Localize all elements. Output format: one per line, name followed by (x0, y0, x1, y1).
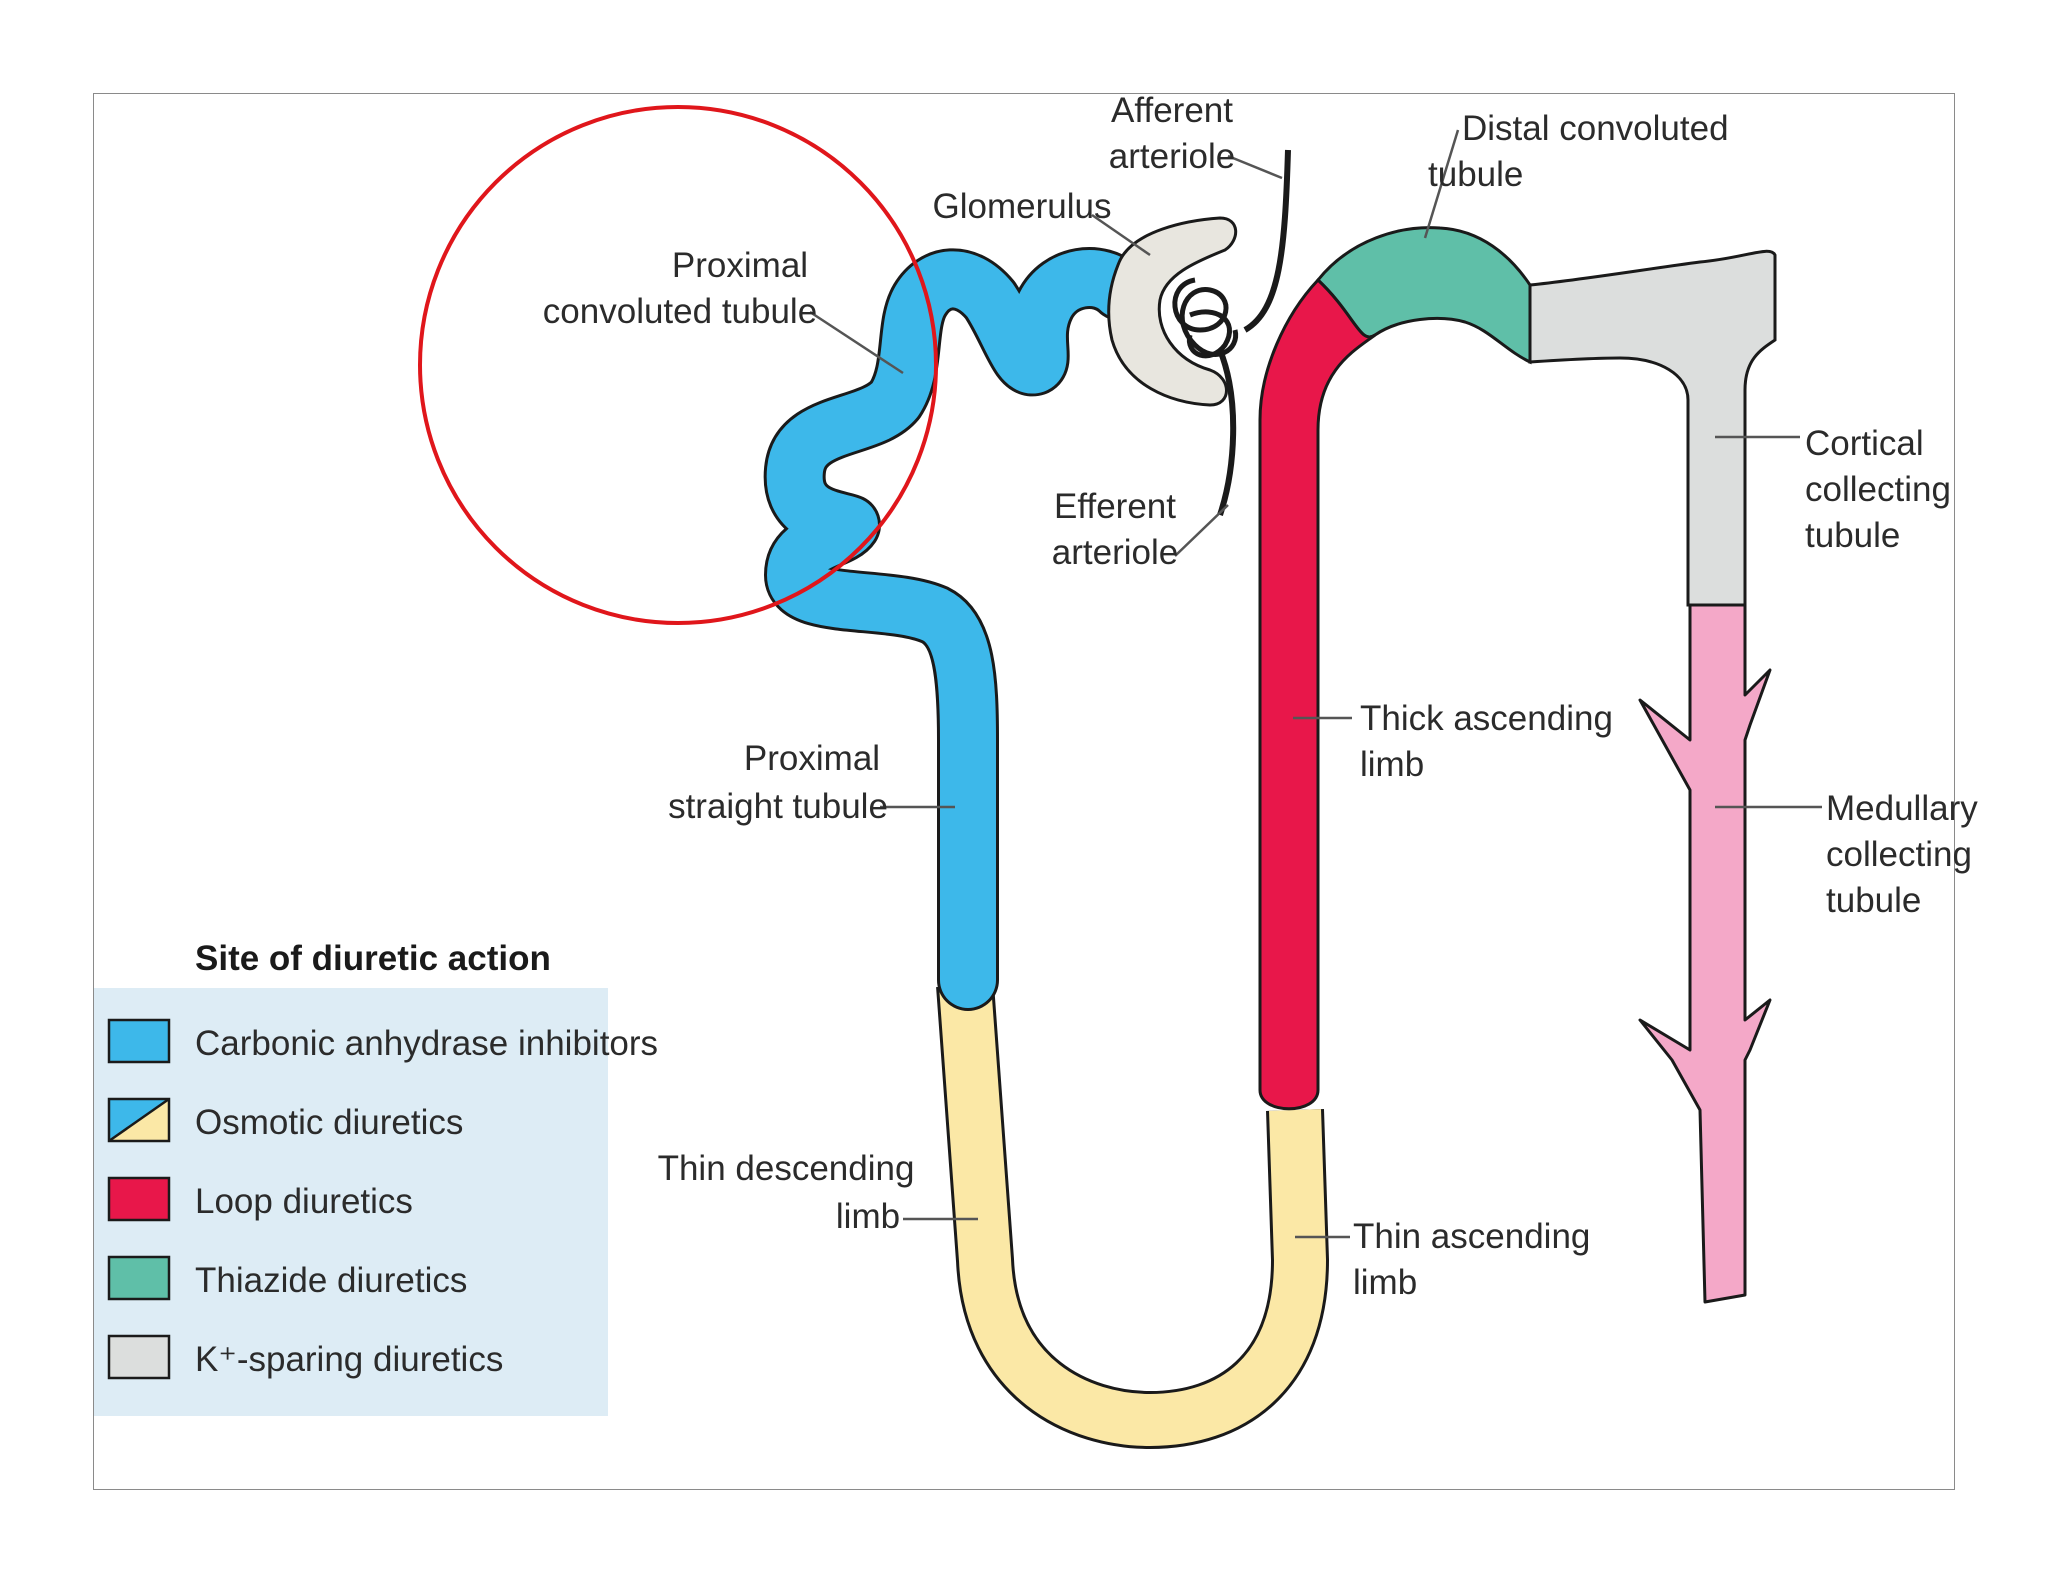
label-thin-desc-1: Thin descending (658, 1149, 915, 1188)
label-medullary-2: collecting (1826, 835, 1972, 874)
cortical-collecting-tubule (1528, 249, 1777, 607)
thin-limbs (936, 982, 1330, 1450)
label-cortical-3: tubule (1805, 516, 1900, 555)
label-medullary-3: tubule (1826, 881, 1921, 920)
afferent-arteriole-vessel (1243, 149, 1291, 333)
medullary-collecting-tubule (1638, 603, 1772, 1304)
label-thin-asc-2: limb (1353, 1263, 1417, 1302)
label-afferent-1: Afferent (1111, 91, 1233, 130)
label-glomerulus: Glomerulus (933, 187, 1112, 226)
label-pst-1: Proximal (744, 739, 880, 778)
label-pst-2: straight tubule (668, 787, 888, 826)
thick-ascending-limb (1258, 277, 1376, 1111)
legend-item-k-sparing: K⁺-sparing diuretics (195, 1340, 503, 1379)
label-cortical-2: collecting (1805, 470, 1951, 509)
label-pct-2: convoluted tubule (543, 292, 817, 331)
labels: Afferent arteriole Glomerulus Proximal c… (543, 91, 1978, 1302)
label-efferent-2: arteriole (1052, 533, 1178, 572)
label-thick-2: limb (1360, 745, 1424, 784)
label-afferent-2: arteriole (1109, 137, 1235, 176)
legend-swatch-k-sparing (107, 1334, 171, 1380)
glomerulus (1107, 216, 1239, 407)
legend-swatch-osmotic (107, 1097, 171, 1143)
label-thin-asc-1: Thin ascending (1353, 1217, 1590, 1256)
legend-item-loop: Loop diuretics (195, 1182, 413, 1221)
legend-title: Site of diuretic action (195, 939, 551, 978)
legend-background (94, 988, 608, 1416)
leader-lines (809, 129, 1822, 1239)
label-distal-1: Distal convoluted (1462, 109, 1729, 148)
legend-item-carbonic: Carbonic anhydrase inhibitors (195, 1024, 658, 1063)
legend-swatch-loop (107, 1176, 171, 1222)
legend: Site of diuretic action Carbonic anhydra… (94, 939, 658, 1416)
label-pct-1: Proximal (672, 246, 808, 285)
label-distal-2: tubule (1428, 155, 1523, 194)
proximal-tubule (763, 247, 1151, 1011)
label-medullary-1: Medullary (1826, 789, 1978, 828)
legend-swatch-thiazide (107, 1255, 171, 1301)
label-cortical-1: Cortical (1805, 424, 1924, 463)
highlight-circle (418, 105, 938, 625)
legend-item-thiazide: Thiazide diuretics (195, 1261, 467, 1300)
legend-item-osmotic: Osmotic diuretics (195, 1103, 463, 1142)
efferent-arteriole-vessel (1217, 348, 1237, 516)
label-thick-1: Thick ascending (1360, 699, 1613, 738)
legend-swatch-carbonic (107, 1018, 171, 1064)
label-efferent-1: Efferent (1054, 487, 1176, 526)
label-thin-desc-2: limb (836, 1197, 900, 1236)
